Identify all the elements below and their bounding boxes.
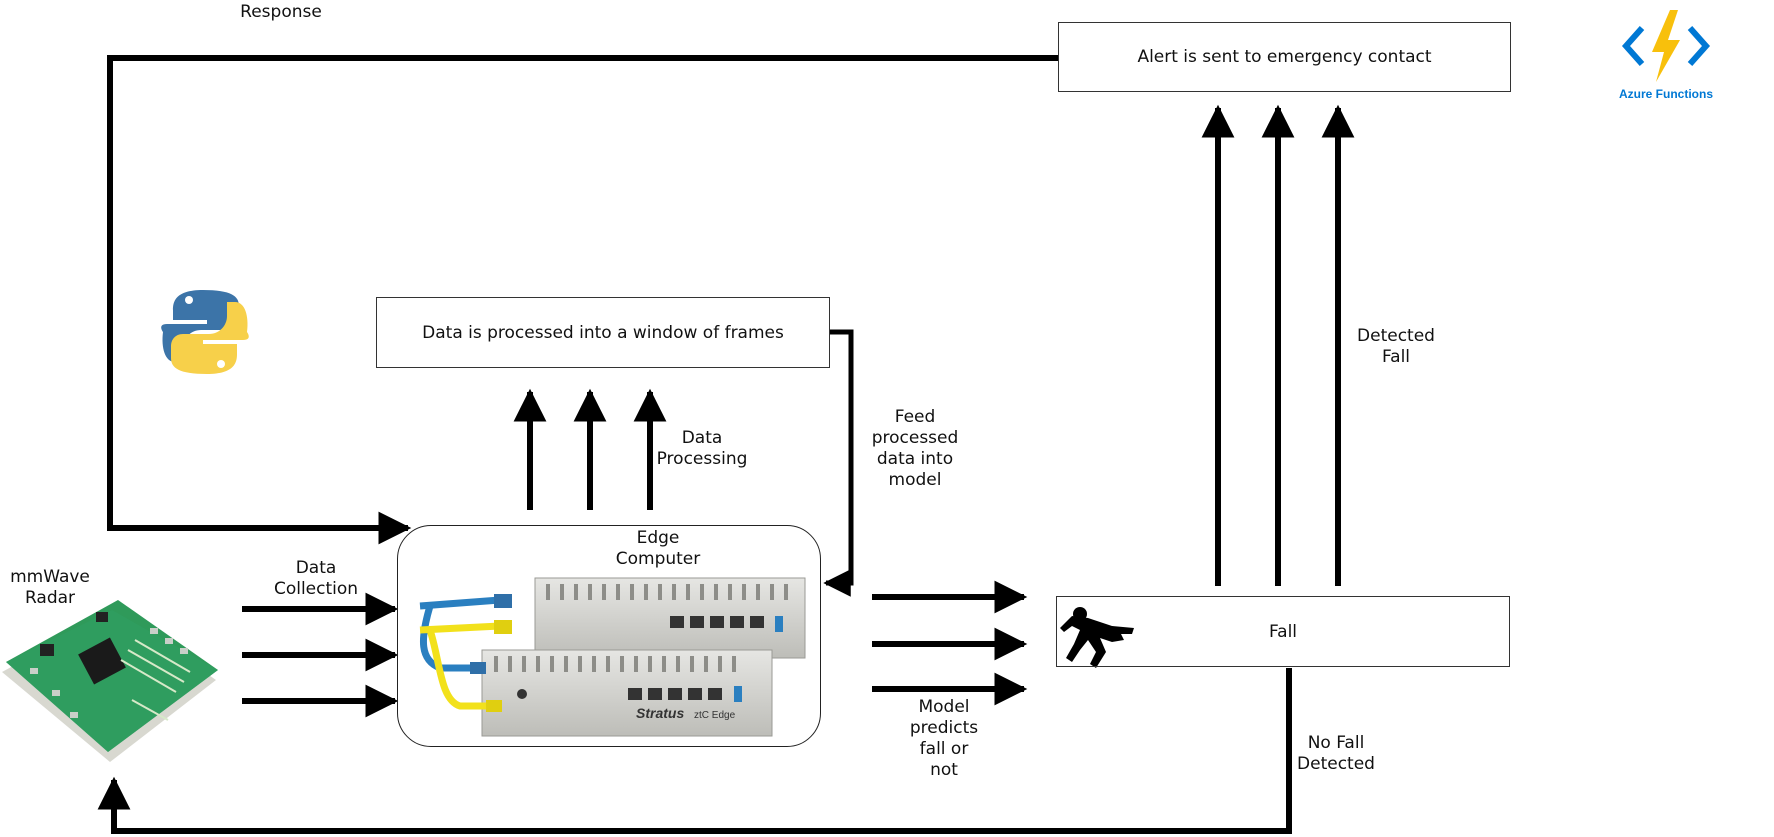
data-collection-label: Data Collection <box>273 558 359 599</box>
mmwave-radar-label: mmWave Radar <box>10 567 90 608</box>
falling-person-icon <box>1060 607 1134 668</box>
response-label: Response <box>240 2 322 22</box>
edge-computer-icon <box>419 577 806 737</box>
edge-computer-frame <box>397 525 821 747</box>
alert-box-text: Alert is sent to emergency contact <box>1137 47 1432 67</box>
process-box: Data is processed into a window of frame… <box>376 297 830 368</box>
data-processing-label: Data Processing <box>656 428 748 469</box>
no-fall-label: No Fall Detected <box>1297 733 1375 774</box>
feed-model-arrow <box>823 329 854 597</box>
fall-box: Fall <box>1056 596 1510 667</box>
stratus-logo-subtext: ztC Edge <box>694 710 736 721</box>
detected-fall-label: Detected Fall <box>1357 326 1435 367</box>
azure-functions-label: Azure Functions <box>1619 87 1713 101</box>
azure-functions-icon <box>1621 10 1711 82</box>
radar-board-icon <box>2 600 218 762</box>
alert-box: Alert is sent to emergency contact <box>1058 22 1511 92</box>
no-fall-arrow <box>97 668 1292 834</box>
fall-box-text: Fall <box>1268 621 1298 642</box>
stratus-logo-text: Stratus <box>636 705 684 721</box>
model-predicts-label: Model predicts fall or not <box>909 697 979 780</box>
edge-computer-label: Edge Computer <box>615 528 701 569</box>
response-arrow <box>107 55 1058 545</box>
process-box-text: Data is processed into a window of frame… <box>422 322 784 343</box>
python-icon <box>161 290 249 374</box>
feed-model-label: Feed processed data into model <box>871 407 959 490</box>
